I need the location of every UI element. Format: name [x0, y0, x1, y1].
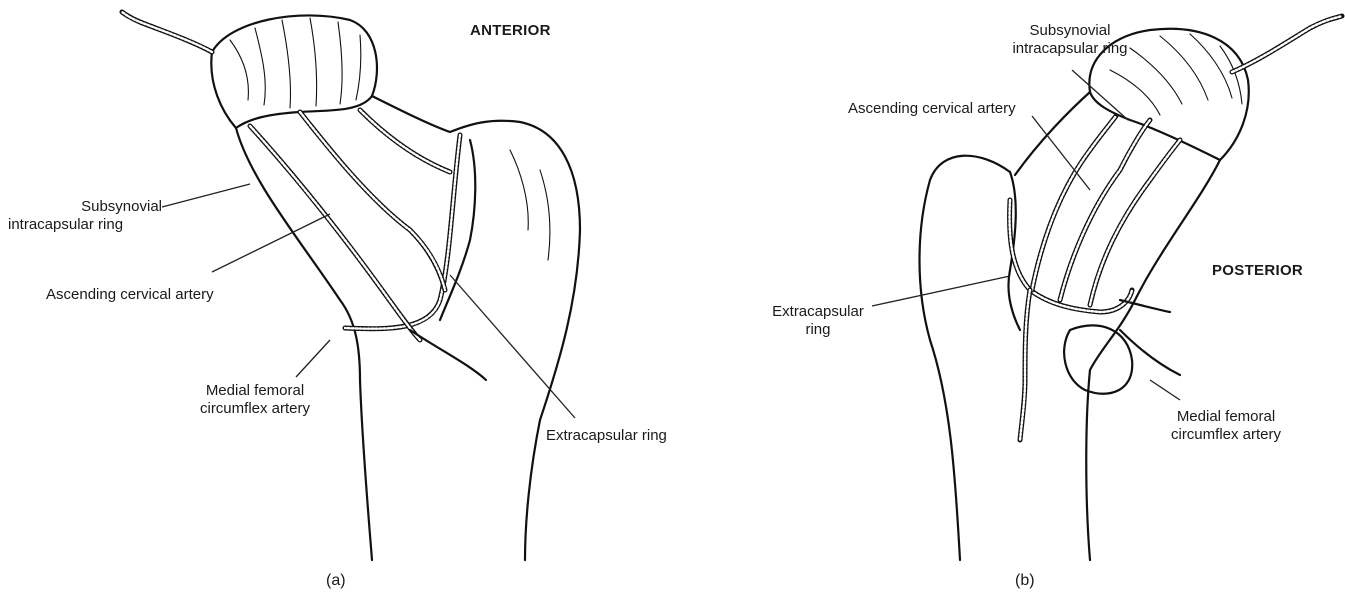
panel-anterior: ANTERIOR Subsynovial intracapsular ring … [0, 0, 680, 597]
lesser-trochanter [1064, 325, 1132, 393]
leader-medial-b [1150, 380, 1180, 400]
ascending-cervical-vessel [1060, 120, 1150, 300]
leader-extracapsular-b [872, 276, 1010, 306]
label-subsynovial-a-line2: intracapsular ring [8, 216, 123, 234]
leader-ascending-a [212, 214, 330, 272]
caption-a: (a) [326, 572, 346, 590]
view-label-anterior: ANTERIOR [470, 22, 551, 39]
label-medial-a: Medial femoral circumflex artery [170, 382, 340, 418]
view-label-posterior: POSTERIOR [1212, 262, 1303, 279]
femoral-neck-outline [1086, 160, 1220, 560]
femoral-neck-outline [236, 128, 372, 560]
greater-trochanter [920, 156, 1011, 560]
label-medial-b: Medial femoral circumflex artery [1136, 408, 1316, 444]
label-subsynovial-a: Subsynovial [0, 198, 162, 216]
label-extracapsular-b: Extracapsular ring [748, 303, 888, 339]
leader-subsynovial-a [162, 184, 250, 207]
label-ascending-a: Ascending cervical artery [46, 286, 214, 304]
leader-extracapsular-a [450, 275, 575, 418]
caption-b: (b) [1015, 572, 1035, 590]
label-subsynovial-b: Subsynovial intracapsular ring [986, 22, 1154, 58]
label-extracapsular-a: Extracapsular ring [546, 427, 667, 445]
femoral-head [211, 15, 377, 128]
leader-ascending-b [1032, 116, 1090, 190]
leader-subsynovial-b [1072, 70, 1128, 120]
femur-posterior-illustration [680, 0, 1345, 597]
label-ascending-b: Ascending cervical artery [848, 100, 1016, 118]
extracapsular-ring-vessel [345, 135, 460, 329]
leader-medial-a [296, 340, 330, 377]
panel-posterior: Subsynovial intracapsular ring Ascending… [680, 0, 1345, 597]
